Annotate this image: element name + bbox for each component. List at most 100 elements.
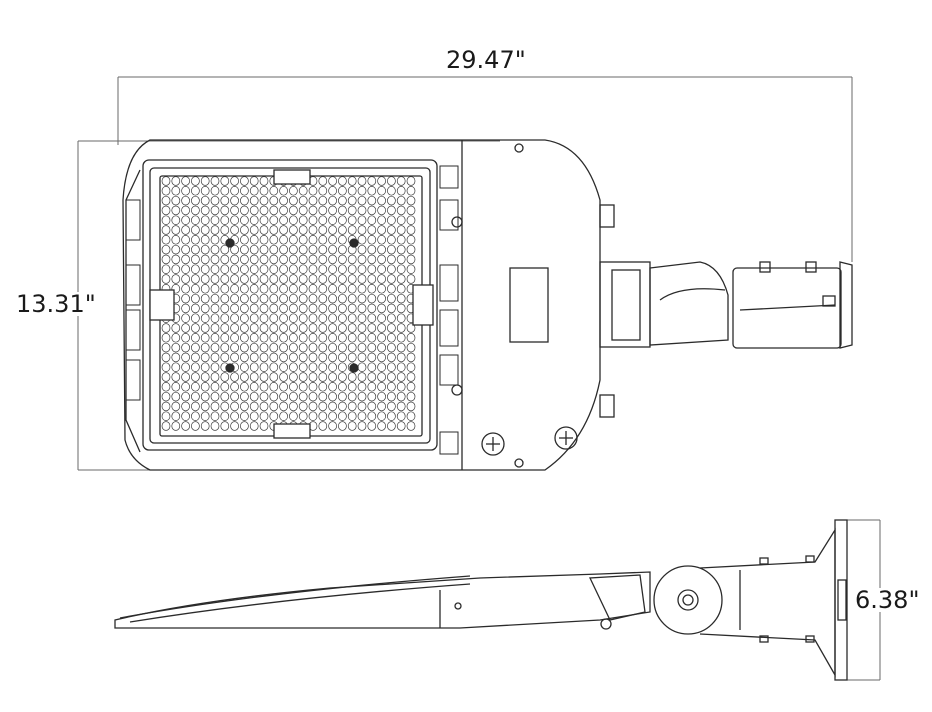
led-lens <box>249 274 259 284</box>
side-bolts <box>759 555 815 643</box>
led-lens <box>259 391 269 402</box>
led-lens <box>171 205 181 216</box>
led-lens <box>387 362 396 372</box>
led-lens <box>328 411 337 421</box>
led-lens <box>279 411 288 421</box>
led-lens <box>191 225 200 235</box>
led-lens <box>318 274 328 284</box>
led-lens <box>161 382 171 392</box>
led-lens <box>191 401 200 412</box>
led-lens <box>338 401 347 412</box>
led-lens <box>406 411 416 421</box>
led-lens <box>396 235 406 245</box>
led-lens <box>328 352 337 363</box>
led-lens <box>396 293 406 304</box>
led-lens <box>308 225 318 235</box>
led-lens <box>338 274 347 284</box>
led-lens <box>240 421 249 431</box>
led-lens <box>200 176 210 186</box>
frame-clip-bottom <box>273 423 311 439</box>
led-lens <box>220 293 230 304</box>
led-lens <box>171 391 181 402</box>
led-lens <box>308 293 318 304</box>
led-lens <box>387 284 396 294</box>
led-lens <box>200 342 210 353</box>
led-lens <box>171 333 181 343</box>
led-lens <box>328 303 337 314</box>
led-lens <box>396 264 406 274</box>
led-lens <box>210 391 220 402</box>
led-lens <box>230 303 239 314</box>
led-lens <box>289 313 298 323</box>
led-lens <box>230 421 239 431</box>
led-lens <box>347 303 357 314</box>
led-lens <box>220 244 230 255</box>
led-lens <box>308 254 318 265</box>
led-lens <box>406 342 416 353</box>
led-lens <box>249 176 259 186</box>
led-lens <box>269 323 279 333</box>
led-lens <box>259 176 269 186</box>
side-bracket <box>588 574 646 621</box>
led-lens <box>161 421 171 431</box>
led-lens <box>347 411 357 421</box>
led-lens <box>298 225 308 235</box>
led-lens <box>210 254 220 265</box>
led-lens <box>181 215 190 225</box>
led-lens <box>318 176 328 186</box>
led-lens <box>249 284 259 294</box>
led-lens <box>367 362 377 372</box>
led-lens <box>249 411 259 421</box>
led-lens <box>328 382 337 392</box>
led-lens <box>210 352 220 363</box>
led-lens <box>406 333 416 343</box>
led-lens <box>396 254 406 265</box>
led-lens <box>289 264 298 274</box>
led-lens <box>230 264 239 274</box>
screws <box>225 143 524 468</box>
led-lens <box>357 186 367 196</box>
led-lens <box>338 205 347 216</box>
led-lens <box>328 293 337 304</box>
led-lens <box>357 205 367 216</box>
led-lens <box>406 195 416 206</box>
led-lens <box>161 352 171 363</box>
led-lens <box>338 186 347 196</box>
led-lens <box>200 303 210 314</box>
led-lens <box>230 372 239 382</box>
led-lens <box>328 205 337 216</box>
led-lens <box>210 401 220 412</box>
led-lens <box>220 411 230 421</box>
led-lens <box>377 244 386 255</box>
led-lens <box>220 372 230 382</box>
led-lens <box>357 352 367 363</box>
led-lens <box>181 186 190 196</box>
led-lens <box>357 284 367 294</box>
led-lens <box>269 382 279 392</box>
led-lens <box>161 323 171 333</box>
led-lens <box>308 264 318 274</box>
led-lens <box>181 205 190 216</box>
led-lens <box>289 333 298 343</box>
led-lens <box>318 382 328 392</box>
led-lens <box>240 186 249 196</box>
led-lens <box>289 342 298 353</box>
led-lens <box>328 284 337 294</box>
led-lens <box>308 284 318 294</box>
led-lens <box>396 186 406 196</box>
led-lens <box>191 411 200 421</box>
led-lens <box>191 342 200 353</box>
housing-outline <box>122 139 601 471</box>
led-lens <box>230 382 239 392</box>
led-lens <box>298 352 308 363</box>
led-lens <box>357 391 367 402</box>
led-lens <box>396 205 406 216</box>
led-lens <box>161 411 171 421</box>
led-lens <box>357 195 367 206</box>
led-lens <box>220 342 230 353</box>
led-lens <box>387 186 396 196</box>
led-lens <box>220 382 230 392</box>
led-lens <box>328 264 337 274</box>
led-lens <box>367 205 377 216</box>
